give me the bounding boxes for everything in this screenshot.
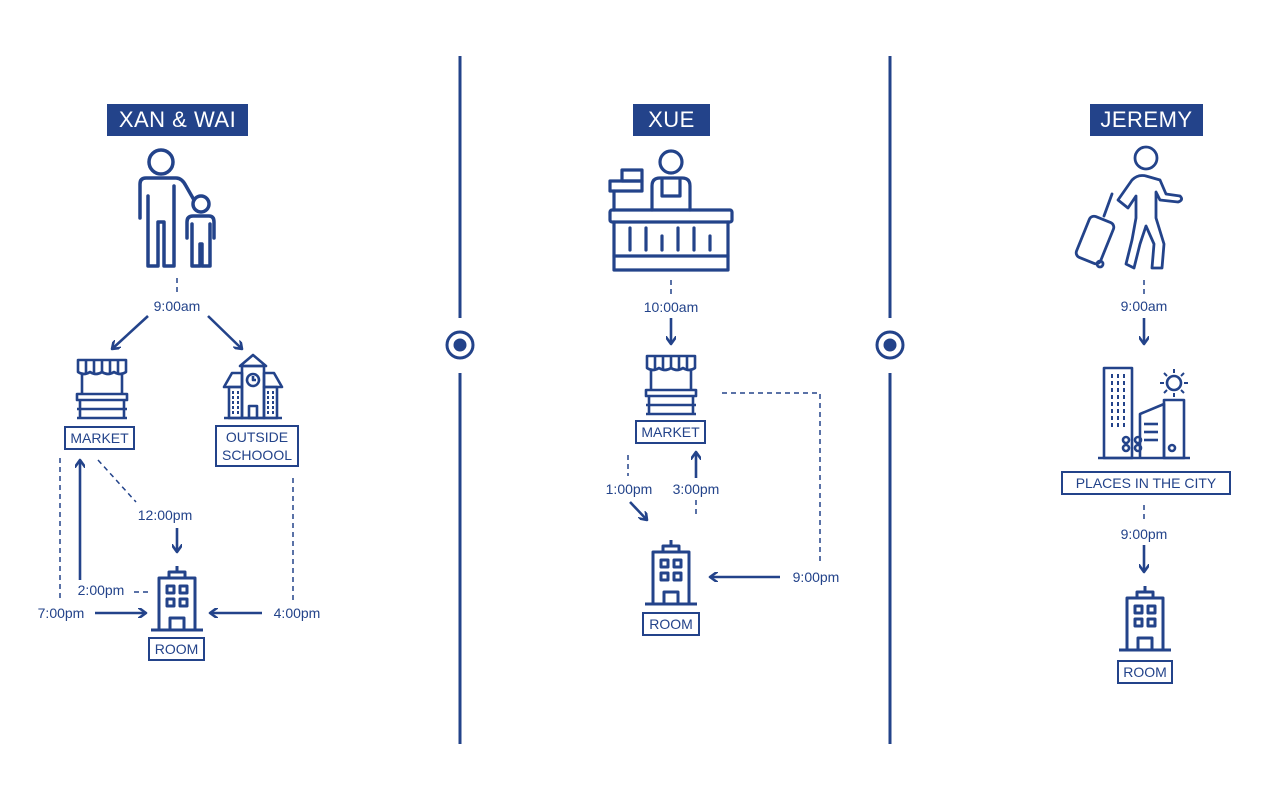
time-label-start: 10:00am — [642, 299, 700, 315]
room-building-icon — [149, 566, 205, 632]
person-title-xan-wai: XAN & WAI — [107, 104, 248, 136]
market-stall-icon — [75, 358, 129, 420]
place-label-school: OUTSIDE SCHOOOL — [215, 425, 299, 467]
person-title-jeremy: JEREMY — [1090, 104, 1203, 136]
place-label-city: PLACES IN THE CITY — [1061, 471, 1231, 495]
divider-left — [445, 56, 475, 744]
traveler-icon — [1074, 145, 1183, 270]
time-label-one: 1:00pm — [604, 481, 654, 497]
time-label-nine: 9:00pm — [791, 569, 841, 585]
cashier-icon — [608, 149, 734, 272]
route-lines-xan-wai — [59, 278, 294, 613]
room-building-icon — [1117, 586, 1173, 652]
time-label-start: 9:00am — [1119, 298, 1169, 314]
time-label-two: 2:00pm — [76, 582, 126, 598]
room-building-icon — [643, 540, 699, 606]
parent-child-icon — [138, 148, 216, 268]
divider-right — [875, 56, 905, 744]
time-label-nine: 9:00pm — [1119, 526, 1169, 542]
time-label-seven: 7:00pm — [36, 605, 86, 621]
place-label-room: ROOM — [148, 637, 205, 661]
city-buildings-icon — [1098, 366, 1190, 460]
time-label-start: 9:00am — [152, 298, 202, 314]
person-title-xue: XUE — [633, 104, 710, 136]
route-lines-xue — [627, 280, 821, 577]
place-label-market: MARKET — [635, 420, 706, 444]
time-label-noon: 12:00pm — [136, 507, 194, 523]
place-label-room: ROOM — [1117, 660, 1173, 684]
time-label-four: 4:00pm — [272, 605, 322, 621]
place-label-room: ROOM — [642, 612, 700, 636]
place-label-market: MARKET — [64, 426, 135, 450]
market-stall-icon — [644, 354, 698, 416]
school-icon — [222, 353, 284, 420]
time-label-three: 3:00pm — [671, 481, 721, 497]
